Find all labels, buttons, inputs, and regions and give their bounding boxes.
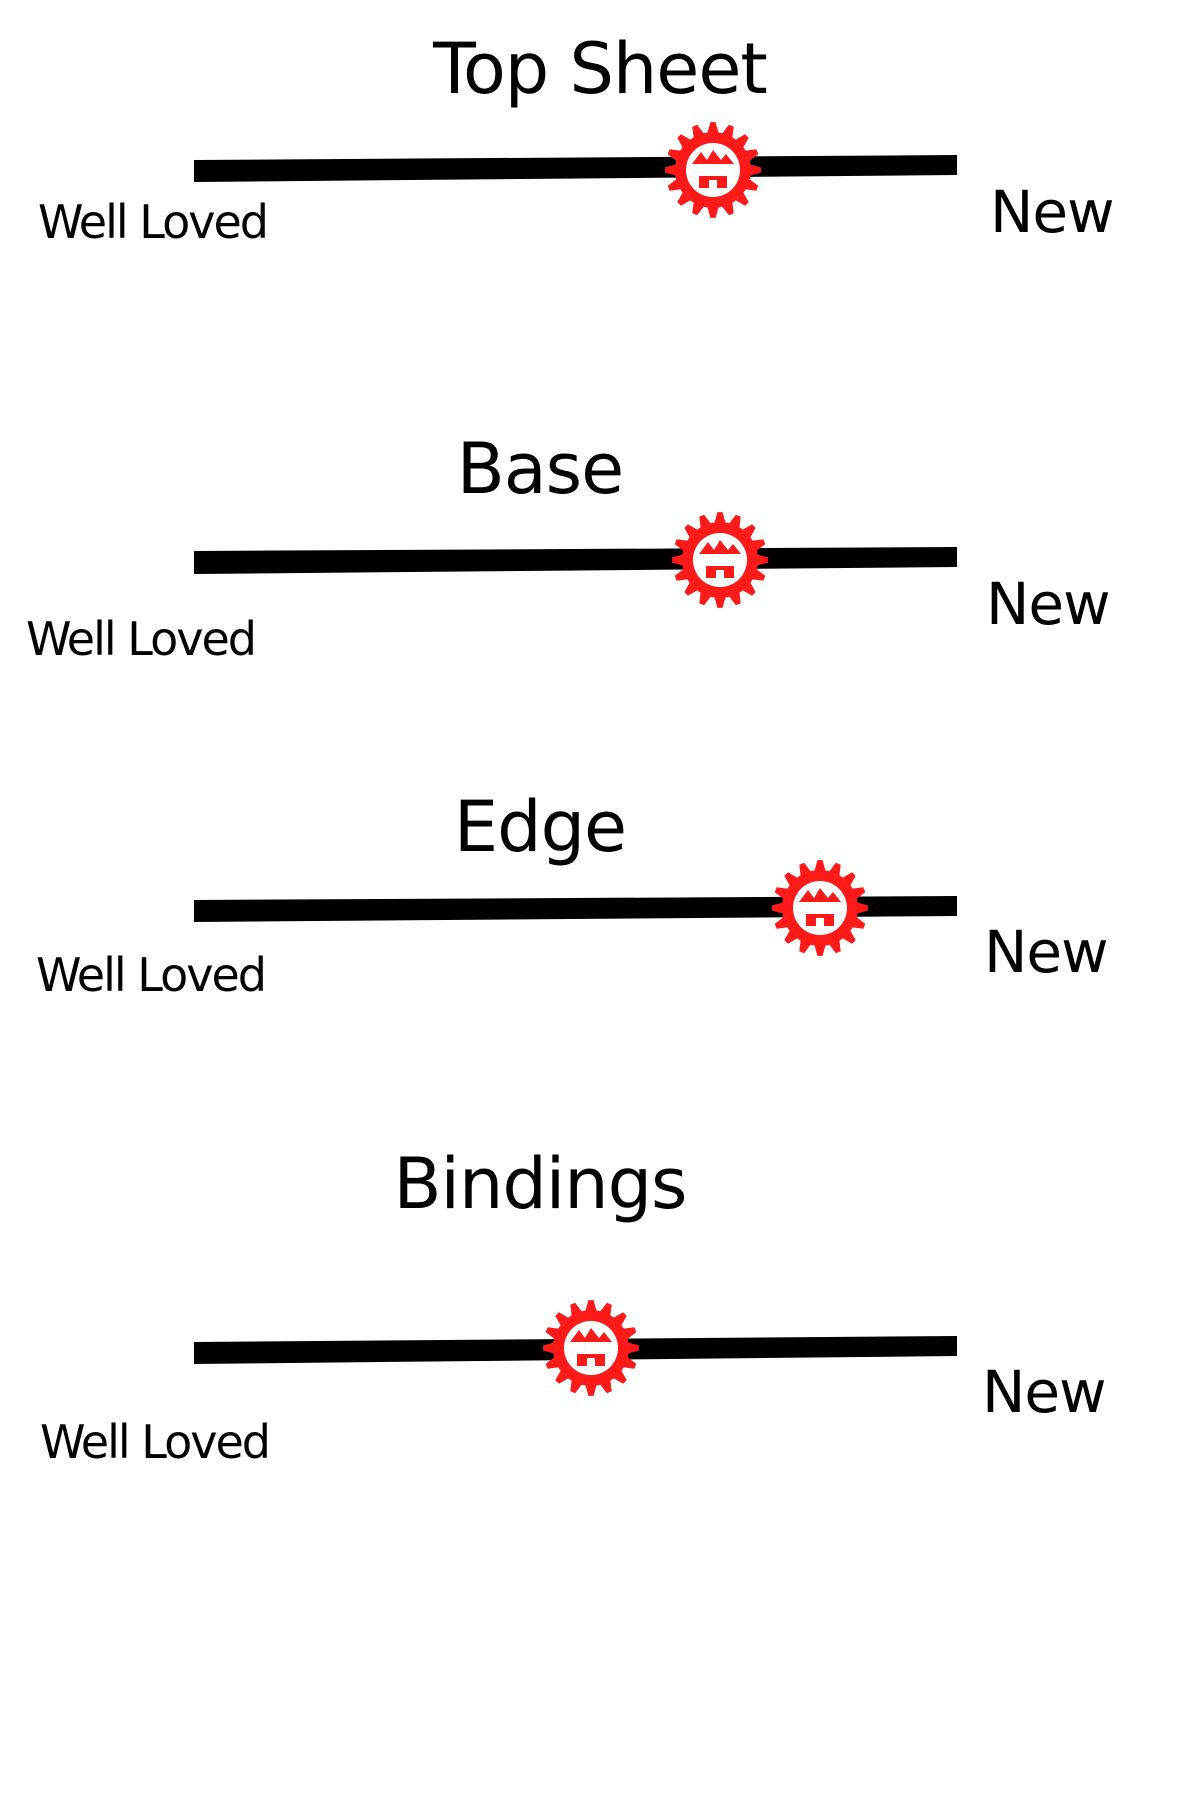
gear-mountain-logo-icon [771, 860, 868, 956]
right-end-label: New [982, 1358, 1107, 1426]
right-end-label: New [986, 570, 1111, 638]
left-end-label: Well Loved [26, 612, 257, 666]
gear-mountain-logo-icon [672, 512, 769, 608]
scale-title: Top Sheet [433, 28, 768, 110]
rating-bar [194, 547, 957, 574]
rating-marker [620, 510, 820, 610]
rating-bar [194, 896, 957, 922]
left-end-label: Well Loved [38, 195, 269, 249]
rating-bar [194, 1336, 957, 1364]
rating-marker [720, 858, 920, 958]
gear-mountain-logo-icon [542, 1300, 639, 1396]
rating-bar [194, 155, 957, 182]
gear-mountain-logo-icon [664, 122, 761, 218]
left-end-label: Well Loved [40, 1415, 271, 1469]
scale-title: Edge [453, 786, 627, 868]
left-end-label: Well Loved [36, 948, 267, 1002]
scale-title: Base [456, 428, 624, 510]
scale-title: Bindings [393, 1143, 688, 1225]
rating-marker [613, 120, 813, 220]
rating-marker [491, 1298, 691, 1398]
right-end-label: New [984, 918, 1109, 986]
right-end-label: New [990, 178, 1115, 246]
